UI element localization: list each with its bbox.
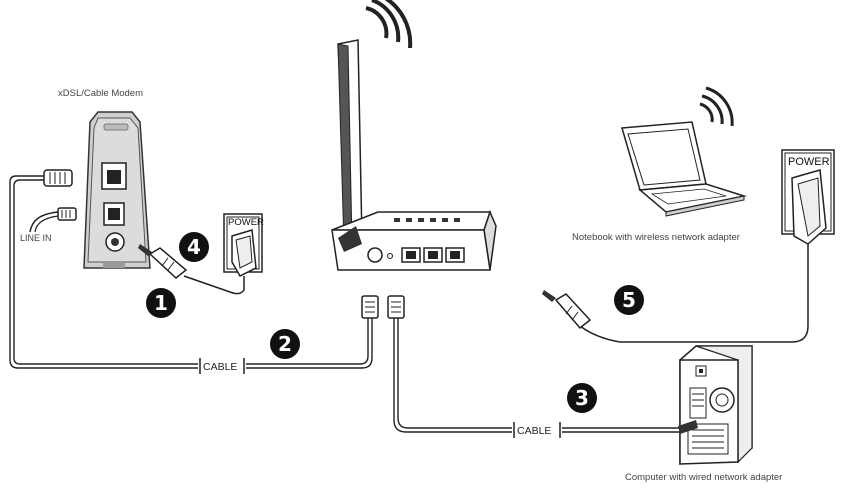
step-badge-3: 3 [567, 383, 597, 413]
power-label-2: POWER [788, 156, 830, 168]
line-in-label: LINE IN [20, 233, 52, 243]
step-number-3: 3 [575, 386, 589, 410]
power-adapter-router: POWER [138, 213, 264, 295]
computer-label: Computer with wired network adapter [625, 472, 782, 483]
cable-label-2: CABLE [517, 425, 551, 437]
cable-modem-to-router: CABLE [9, 169, 379, 374]
step-number-4: 4 [187, 235, 201, 259]
step-number-5: 5 [622, 288, 636, 312]
router-device [331, 0, 497, 271]
power-adapter-notebook: POWER [542, 149, 835, 343]
power-label-1: POWER [228, 217, 264, 228]
router-power-jack [367, 247, 383, 263]
line-in-cable: LINE IN [20, 207, 77, 243]
modem-device: xDSL/Cable Modem [58, 88, 151, 269]
step-number-2: 2 [278, 332, 292, 356]
cable-label-1: CABLE [203, 361, 237, 373]
modem-label: xDSL/Cable Modem [58, 88, 143, 99]
notebook-device: Notebook with wireless network adapter [572, 86, 747, 243]
step-number-1: 1 [154, 291, 168, 315]
notebook-label: Notebook with wireless network adapter [572, 232, 740, 243]
step-badge-4: 4 [179, 232, 209, 262]
step-badge-2: 2 [270, 329, 300, 359]
cable-router-to-computer: CABLE [387, 295, 680, 438]
computer-device: Computer with wired network adapter [625, 345, 782, 483]
step-badge-5: 5 [614, 285, 644, 315]
step-badge-1: 1 [146, 288, 176, 318]
